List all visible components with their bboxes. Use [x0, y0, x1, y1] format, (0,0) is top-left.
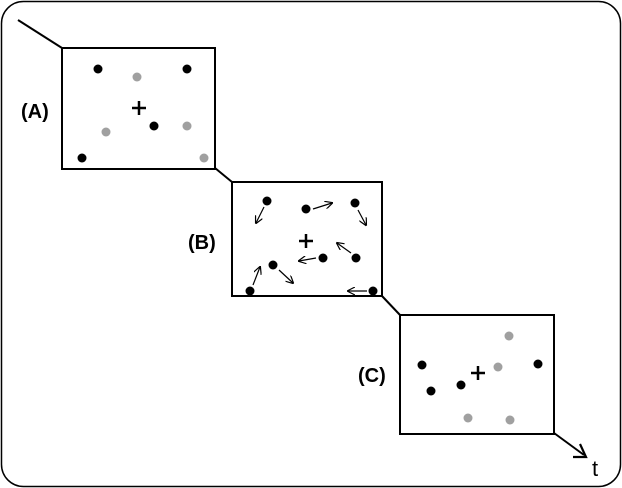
- distractor-dot: [199, 153, 209, 163]
- target-dot: [182, 64, 192, 74]
- distractor-dot: [101, 127, 111, 137]
- distractor-dot: [463, 413, 473, 423]
- distractor-dot: [505, 415, 515, 425]
- target-dot: [533, 359, 543, 369]
- motion-arrow: [337, 243, 352, 254]
- target-dot: [417, 360, 427, 370]
- distractor-dot: [182, 121, 192, 131]
- panel-b-fixation-cross: [299, 234, 313, 248]
- motion-arrow: [299, 258, 317, 261]
- motion-arrow: [252, 267, 260, 286]
- panel-a: (A): [21, 47, 216, 170]
- moving-dot: [245, 286, 255, 296]
- target-dot: [426, 386, 436, 396]
- panel-c: (C): [358, 314, 555, 435]
- panel-a-fixation-cross: [132, 101, 146, 115]
- panel-b: (B): [188, 181, 383, 297]
- timeline: [17, 19, 585, 456]
- distractor-dot: [132, 72, 142, 82]
- motion-arrow: [256, 206, 265, 223]
- timeline-arrowhead: [573, 443, 588, 459]
- moving-dot: [301, 204, 311, 214]
- motion-arrow: [312, 203, 332, 210]
- panel-c-label: (C): [358, 365, 386, 387]
- moving-dot: [268, 260, 278, 270]
- motion-arrow: [357, 209, 366, 225]
- moving-dot: [368, 286, 378, 296]
- motion-arrow: [278, 269, 293, 283]
- panel-b-label: (B): [188, 232, 216, 254]
- target-dot: [93, 64, 103, 74]
- distractor-dot: [493, 362, 503, 372]
- moving-dot: [350, 198, 360, 208]
- moving-dot: [318, 253, 328, 263]
- target-dot: [149, 121, 159, 131]
- panel-c-fixation-cross: [471, 366, 485, 380]
- time-axis-label: t: [592, 456, 598, 481]
- moving-dot: [351, 253, 361, 263]
- moving-dot: [262, 196, 272, 206]
- target-dot: [456, 380, 466, 390]
- distractor-dot: [504, 331, 514, 341]
- target-dot: [77, 153, 87, 163]
- panel-a-label: (A): [21, 101, 49, 123]
